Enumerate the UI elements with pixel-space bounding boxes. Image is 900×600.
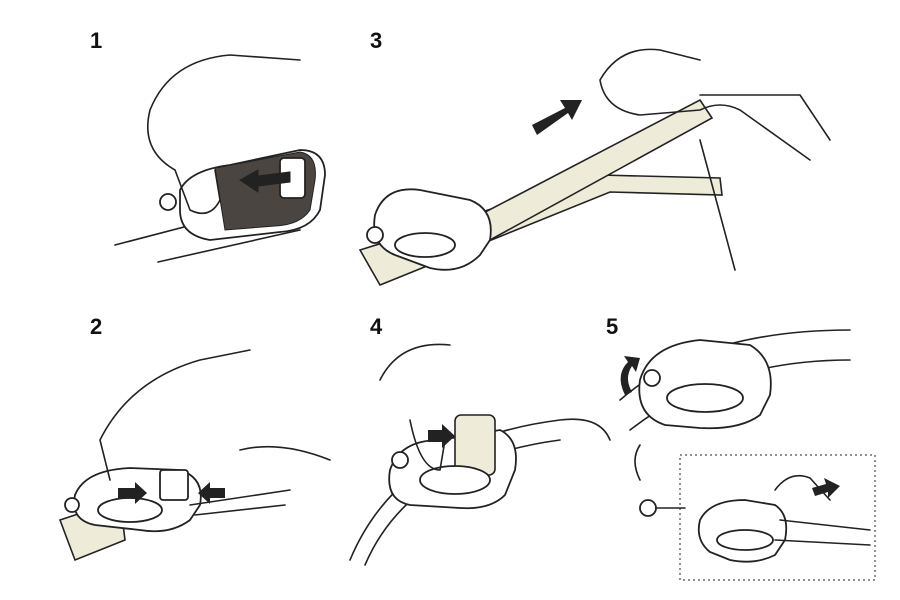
key-icon	[64, 497, 80, 513]
panel-2-illustration	[58, 349, 331, 562]
arrow-right-icon	[428, 424, 455, 448]
removed-key-icon	[639, 499, 657, 517]
step-1-number: 1	[90, 28, 103, 53]
arrow-right-icon	[118, 482, 147, 504]
key-icon	[391, 451, 409, 469]
panel-5-illustration	[619, 329, 876, 581]
arrow-left-icon	[239, 169, 291, 193]
key-icon	[159, 193, 177, 211]
arrow-up-right-icon	[532, 100, 582, 135]
step-2-number: 2	[90, 314, 103, 339]
panel-1-illustration	[114, 54, 326, 263]
step-5-number: 5	[606, 314, 619, 339]
panel-3-illustration	[358, 48, 831, 287]
arrow-left-icon	[198, 482, 225, 504]
rotate-arrow-icon	[620, 356, 640, 395]
step-3-number: 3	[370, 28, 383, 53]
key-icon	[643, 369, 661, 387]
panel-4-illustration	[349, 343, 611, 566]
step-4-number: 4	[370, 314, 383, 339]
key-icon	[366, 226, 384, 244]
arrow-right-icon	[812, 478, 840, 498]
